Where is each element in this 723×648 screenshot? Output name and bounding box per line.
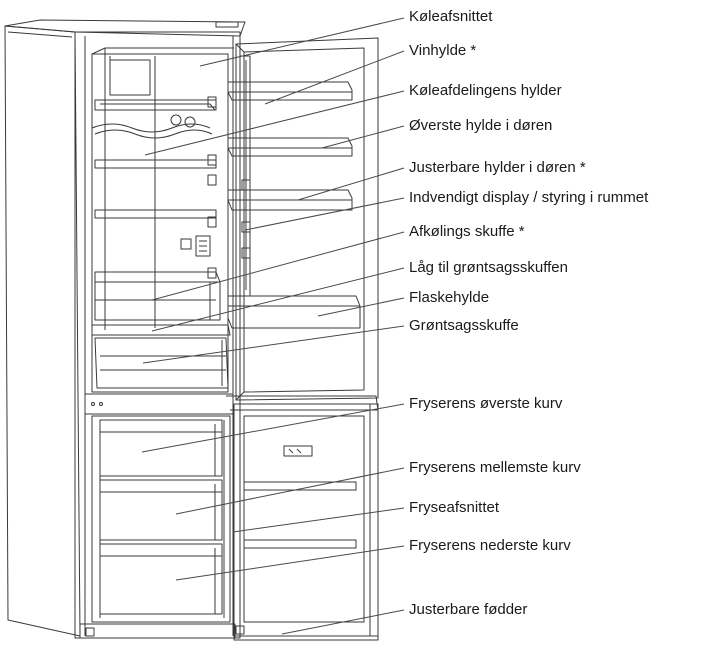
display-panel: [181, 236, 210, 256]
wine-rack: [92, 104, 215, 138]
label-afkolings-skuffe: Afkølings skuffe *: [409, 223, 525, 240]
leader-lines: [142, 18, 404, 634]
fridge-shelves: [95, 100, 216, 218]
freezer-baskets: [100, 420, 222, 614]
label-fryserens-mellemste-kurv: Fryserens mellemste kurv: [409, 459, 581, 476]
label-fryseafsnittet: Fryseafsnittet: [409, 499, 500, 516]
label-fryserens-overste-kurv: Fryserens øverste kurv: [409, 395, 563, 412]
label-laag-til-grontsagsskuffen: Låg til grøntsagsskuffen: [409, 259, 568, 276]
chiller-drawer: [95, 272, 220, 320]
cabinet-body: [5, 20, 245, 638]
label-fryserens-nederste-kurv: Fryserens nederste kurv: [409, 537, 571, 554]
label-indvendigt-display: Indvendigt display / styring i rummet: [409, 189, 649, 206]
label-justerbare-fodder: Justerbare fødder: [409, 601, 528, 618]
fridge-door: [228, 38, 378, 400]
crisper-drawer: [92, 325, 230, 388]
label-justerbare-hylder-i-doren: Justerbare hylder i døren *: [409, 159, 586, 176]
label-overste-hylde-i-doren: Øverste hylde i døren: [409, 117, 553, 134]
label-koleafdelingens-hylder: Køleafdelingens hylder: [409, 82, 562, 99]
label-vinhylde: Vinhylde *: [409, 42, 477, 59]
label-grontsagsskuffe: Grøntsagsskuffe: [409, 317, 519, 334]
label-koleafsnittet: Køleafsnittet: [409, 8, 493, 25]
label-flaskehylde: Flaskehylde: [409, 289, 490, 306]
freezer-door: [226, 396, 378, 640]
